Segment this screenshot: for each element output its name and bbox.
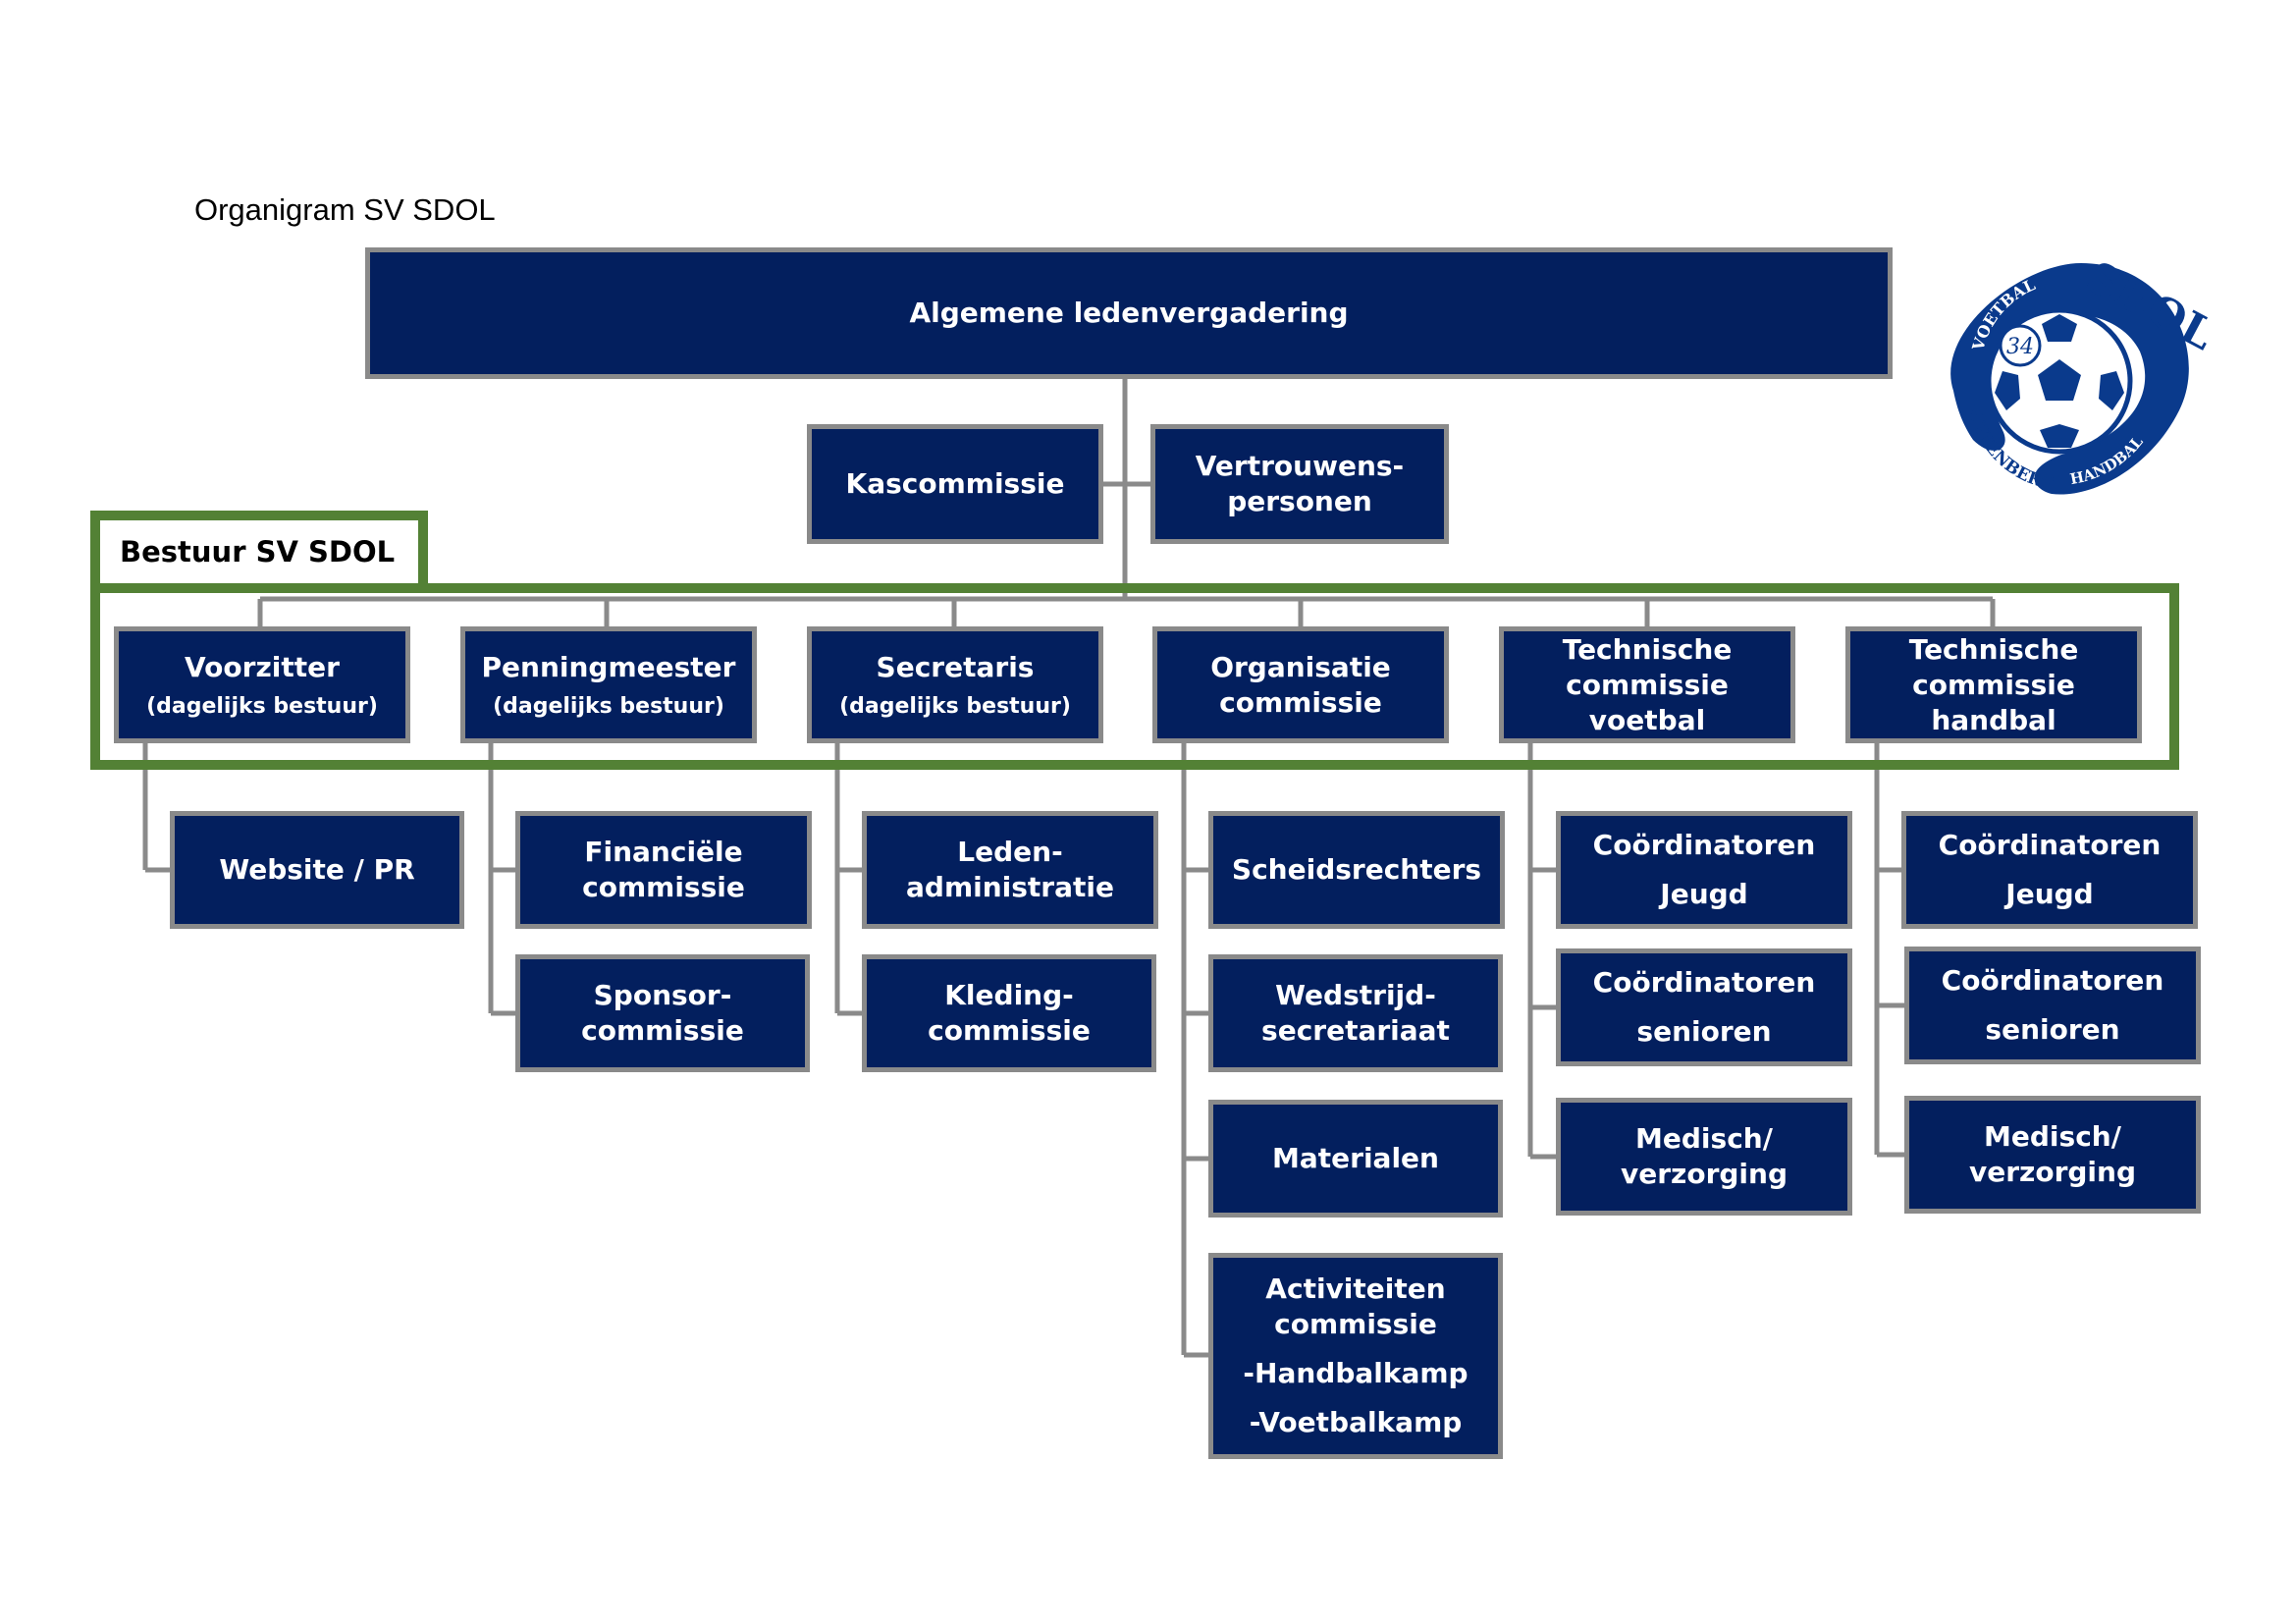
ball-patch [2099, 371, 2124, 410]
box-label: commissie [1274, 1308, 1437, 1340]
box-label: senioren [1985, 1013, 2120, 1046]
box-label: Materialen [1272, 1142, 1439, 1174]
box-scheidsrechters: Scheidsrechters [1208, 811, 1505, 929]
box-label: Website / PR [219, 853, 415, 886]
number-badge [1999, 324, 2042, 367]
box-algemene-ledenvergadering: Algemene ledenvergadering [365, 247, 1893, 379]
box-label: Coördinatoren [1938, 829, 2162, 861]
box-secretaris: Secretaris (dagelijks bestuur) [807, 626, 1103, 743]
box-label: secretariaat [1261, 1014, 1450, 1047]
box-label: Financiële [584, 836, 743, 868]
box-label: commissie [581, 1014, 744, 1047]
box-kascommissie: Kascommissie [807, 424, 1103, 544]
box-label: Vertrouwens- [1195, 450, 1405, 482]
ball-patch [1995, 371, 2020, 410]
box-label: Medisch/ [1984, 1120, 2121, 1153]
box-label: Leden- [957, 836, 1063, 868]
box-technische-commissie-handbal: Technische commissie handbal [1845, 626, 2142, 743]
box-wedstrijdsecretariaat: Wedstrijd- secretariaat [1208, 954, 1503, 1072]
box-label: Coördinatoren [1592, 829, 1816, 861]
box-label: handbal [1931, 703, 2056, 736]
page-title: Organigram SV SDOL [194, 192, 496, 227]
box-activiteiten-commissie: Activiteiten commissie -Handbalkamp -Voe… [1208, 1253, 1503, 1459]
logo-number: 34 [2006, 335, 2034, 359]
box-label: commissie [928, 1014, 1091, 1047]
box-medisch-verzorging-handbal: Medisch/ verzorging [1904, 1096, 2201, 1214]
box-label: Activiteiten [1265, 1272, 1446, 1305]
box-sublabel: (dagelijks bestuur) [146, 693, 378, 719]
box-label: Wedstrijd- [1275, 979, 1436, 1011]
box-medisch-verzorging-voetbal: Medisch/ verzorging [1556, 1098, 1852, 1216]
box-vertrouwenspersonen: Vertrouwens- personen [1150, 424, 1449, 544]
box-label: Jeugd [1660, 878, 1748, 910]
sdol-logo: 34 SDOL VOETBAL LUTTENBERG HANDBAL [1950, 252, 2209, 495]
box-label: Sponsor- [593, 979, 732, 1011]
logo-swoosh [1950, 263, 2189, 495]
box-label: Technische [1908, 632, 2079, 666]
box-label: Medisch/ [1635, 1122, 1773, 1155]
box-coordinatoren-senioren-handbal: Coördinatoren senioren [1904, 947, 2201, 1064]
box-label: personen [1227, 485, 1372, 517]
box-label: Jeugd [2005, 878, 2094, 910]
box-organisatie-commissie: Organisatie commissie [1152, 626, 1449, 743]
box-website-pr: Website / PR [170, 811, 464, 929]
box-label: verzorging [1620, 1158, 1788, 1190]
box-financiele-commissie: Financiële commissie [515, 811, 812, 929]
box-label: Voorzitter [185, 650, 340, 683]
box-label: commissie [582, 871, 745, 903]
box-label: senioren [1636, 1015, 1772, 1048]
box-materialen: Materialen [1208, 1100, 1503, 1218]
box-label: Coördinatoren [1592, 966, 1816, 999]
box-voorzitter: Voorzitter (dagelijks bestuur) [114, 626, 410, 743]
box-label: Kleding- [944, 979, 1074, 1011]
box-penningmeester: Penningmeester (dagelijks bestuur) [460, 626, 757, 743]
box-sponsorcommissie: Sponsor- commissie [515, 954, 810, 1072]
box-label: Penningmeester [481, 650, 736, 683]
box-coordinatoren-jeugd-voetbal: Coördinatoren Jeugd [1556, 811, 1852, 929]
box-label: Kascommissie [845, 467, 1065, 500]
ball-patch [2042, 314, 2077, 342]
box-label: Coördinatoren [1941, 964, 2164, 997]
box-label: Secretaris [876, 650, 1035, 683]
ball-patch [2040, 424, 2079, 448]
box-label: -Handbalkamp [1243, 1357, 1468, 1389]
box-label: Organisatie [1210, 650, 1391, 683]
box-sublabel: (dagelijks bestuur) [839, 693, 1071, 719]
ball-patch [2038, 359, 2081, 401]
box-kledingcommissie: Kleding- commissie [862, 954, 1156, 1072]
box-coordinatoren-senioren-voetbal: Coördinatoren senioren [1556, 948, 1852, 1066]
box-ledenadministratie: Leden- administratie [862, 811, 1158, 929]
box-coordinatoren-jeugd-handbal: Coördinatoren Jeugd [1901, 811, 2198, 929]
box-label: commissie voetbal [1566, 668, 1729, 736]
box-label: verzorging [1968, 1156, 2136, 1188]
box-sublabel: (dagelijks bestuur) [493, 693, 724, 719]
box-label: -Voetbalkamp [1249, 1406, 1463, 1438]
box-label: administratie [906, 871, 1114, 903]
box-technische-commissie-voetbal: Technische commissie voetbal [1499, 626, 1795, 743]
box-label: Technische [1562, 632, 1733, 666]
box-label: commissie [1912, 668, 2075, 701]
box-label: commissie [1219, 685, 1382, 719]
box-label: Scheidsrechters [1231, 853, 1482, 886]
bestuur-frame [90, 583, 2179, 770]
bestuur-label: Bestuur SV SDOL [90, 511, 428, 583]
box-label: Algemene ledenvergadering [909, 297, 1349, 329]
